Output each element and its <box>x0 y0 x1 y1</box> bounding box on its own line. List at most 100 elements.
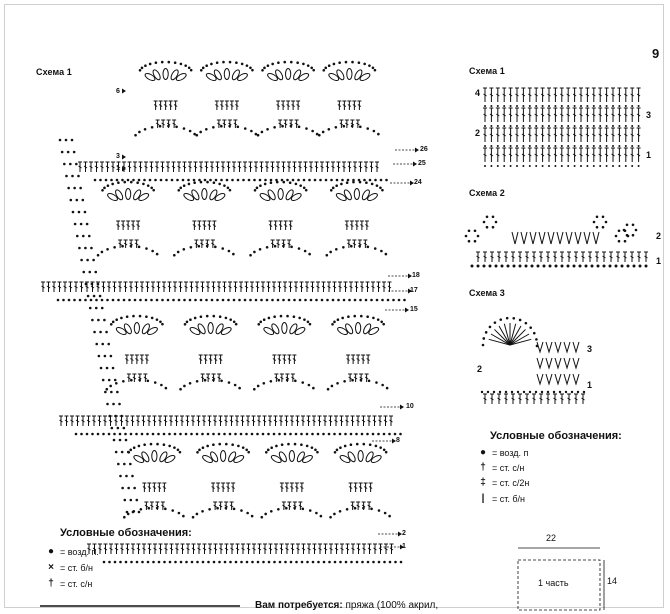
stitch-bar <box>353 165 357 169</box>
stitch-bar <box>213 504 217 508</box>
chain-dot <box>546 390 550 394</box>
stitch-puff <box>267 189 276 201</box>
chain-dot <box>567 165 570 167</box>
chain-dot <box>329 250 332 254</box>
chain-dot <box>243 298 247 302</box>
stitch-bar <box>210 165 214 169</box>
stitch-bar <box>339 419 344 423</box>
chain-dot <box>476 264 480 268</box>
legend-left-title: Условные обозначения: <box>60 527 192 539</box>
chain-dot <box>496 105 499 107</box>
stitch-puff <box>115 189 124 201</box>
stitch-bar <box>312 547 317 551</box>
chain-dot <box>271 62 274 66</box>
stitch-puff <box>141 323 150 335</box>
chain-dot <box>119 474 122 478</box>
chain-dot <box>318 133 321 137</box>
chain-dot <box>84 298 87 302</box>
stitch-bar <box>215 165 220 169</box>
chain-dot <box>358 180 362 184</box>
chain-dot <box>110 426 114 430</box>
stitch-bar <box>74 285 78 289</box>
chain-dot <box>370 298 373 302</box>
stitch-bar <box>138 165 143 169</box>
stitch-bar <box>284 419 289 423</box>
chain-dot <box>536 264 540 268</box>
stitch-bar <box>94 165 99 169</box>
chain-dot <box>174 560 177 564</box>
chain-dot <box>399 560 403 564</box>
chain-dot <box>321 130 325 134</box>
chain-dot <box>81 234 85 238</box>
stitch-puff <box>123 323 132 335</box>
chain-dot <box>353 314 357 318</box>
stitch-bar <box>122 165 126 169</box>
chain-dot <box>322 68 326 72</box>
chain-dot <box>148 178 152 182</box>
stitch-bar <box>287 504 292 508</box>
chain-dot <box>279 314 283 318</box>
chain-dot <box>335 247 338 251</box>
chain-dot <box>288 181 292 184</box>
v-stitch <box>538 231 546 245</box>
stitch-bar <box>350 504 355 508</box>
stitch-bar <box>630 113 634 117</box>
chain-dot <box>380 249 383 253</box>
chain-dot <box>333 432 336 436</box>
chain-dot <box>344 432 347 436</box>
stitch-bar <box>239 285 243 289</box>
chain-dot <box>91 432 94 436</box>
stitch-bar <box>489 153 494 157</box>
stitch-bar <box>630 133 634 137</box>
chain-dot <box>506 264 510 268</box>
chain-dot <box>205 244 209 248</box>
chain-dot <box>260 515 264 519</box>
chain-dot <box>338 61 341 65</box>
stitch-bar <box>212 224 217 227</box>
chain-dot <box>357 178 361 182</box>
stitch-bar <box>92 419 96 423</box>
chain-dot <box>484 125 486 127</box>
stitch-bar <box>378 419 382 423</box>
v-stitch <box>572 373 580 386</box>
stitch-bar <box>46 285 51 289</box>
stitch-bar <box>585 133 590 137</box>
stitch-bar <box>496 93 500 97</box>
chain-dot <box>368 443 372 446</box>
stitch-bar <box>127 376 131 380</box>
chain-dot <box>297 125 301 129</box>
stitch-bar <box>611 153 615 157</box>
stitch-bar <box>489 93 494 97</box>
chain-dot <box>125 315 129 319</box>
stitch-bar <box>116 224 120 227</box>
stitch-bar <box>197 547 201 551</box>
chain-dot <box>256 560 260 564</box>
stitch-bar <box>280 376 284 380</box>
chain-dot <box>617 229 621 233</box>
chain-dot <box>347 315 350 319</box>
chain-dot <box>376 318 380 321</box>
chain-dot <box>631 165 634 167</box>
chain-dot <box>251 68 254 72</box>
chain-dot <box>614 234 618 238</box>
chain-dot <box>631 125 634 127</box>
chain-dot <box>293 442 297 446</box>
stitch-bar <box>130 419 135 423</box>
chain-dot <box>286 314 289 318</box>
chain-dot <box>218 315 222 318</box>
stitch-bar <box>142 486 147 489</box>
chain-dot <box>181 178 185 182</box>
stitch-bar <box>162 486 167 489</box>
chain-dot <box>485 215 489 219</box>
chain-dot <box>140 432 144 436</box>
chain-dot <box>326 298 329 302</box>
chain-dot <box>125 510 129 514</box>
chain-dot <box>383 511 387 515</box>
chain-dot <box>125 474 128 478</box>
chain-dot <box>343 444 347 448</box>
stitch-bar <box>281 242 286 246</box>
chain-dot <box>106 184 110 188</box>
stitch-bar <box>277 285 282 289</box>
chain-dot <box>512 316 516 320</box>
stitch-bar <box>604 113 609 117</box>
